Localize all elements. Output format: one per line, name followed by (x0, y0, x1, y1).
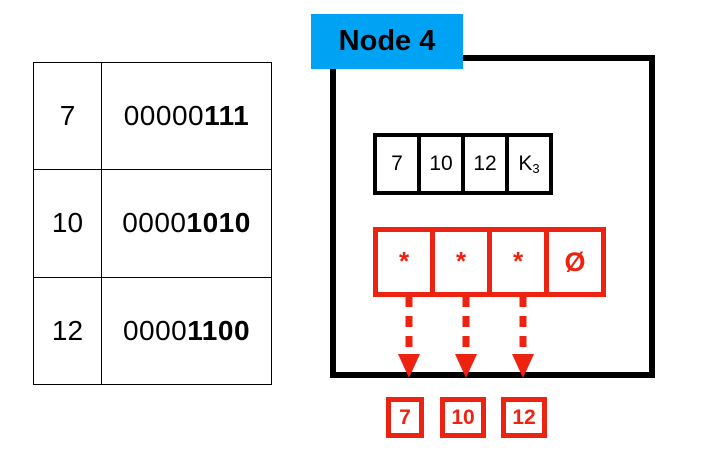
pointer-arrow-icon (398, 296, 420, 378)
pointer-star-icon: * (512, 246, 524, 276)
binary-suffix: 111 (204, 100, 250, 132)
arrow-head (512, 354, 534, 378)
pointer-array: * * * Ø (373, 227, 606, 297)
node-container (330, 55, 655, 378)
pointer-cell: * (487, 227, 549, 297)
table-cell-decimal: 7 (34, 63, 102, 170)
node-title-label: Node 4 (338, 25, 436, 57)
key-cell-subscript: 3 (532, 160, 540, 176)
pointer-arrow-icon (512, 296, 534, 378)
key-cell-text: 7 (391, 152, 403, 175)
table-cell-decimal: 12 (34, 277, 102, 384)
leaf-value-label: 7 (399, 405, 411, 429)
leaf-value-box: 10 (440, 397, 486, 438)
leaf-value-label: 12 (512, 405, 536, 429)
key-cell: 7 (373, 133, 421, 195)
key-cell: 12 (461, 133, 509, 195)
pointer-cell: Ø (544, 227, 606, 297)
leaf-value-box: 7 (386, 397, 424, 438)
binary-prefix: 0000 (122, 314, 188, 346)
leaf-value-label: 10 (451, 405, 475, 429)
key-cell-text: 12 (473, 152, 497, 175)
pointer-star-icon: * (398, 246, 410, 276)
pointer-cell: * (373, 227, 435, 297)
table-cell-decimal: 10 (34, 170, 102, 277)
key-cell: 10 (417, 133, 465, 195)
node-title-badge: Node 4 (311, 14, 463, 69)
leaf-value-box: 12 (501, 397, 547, 438)
null-pointer-icon: Ø (564, 246, 586, 277)
binary-suffix: 1100 (187, 314, 251, 346)
pointer-star-icon: * (455, 246, 467, 276)
binary-prefix: 00000 (123, 100, 205, 132)
arrow-head (455, 354, 477, 378)
key-cell-text: K (518, 152, 533, 175)
binary-suffix: 1010 (186, 207, 251, 239)
key-cell-text: 10 (429, 152, 453, 175)
pointer-cell: * (430, 227, 492, 297)
pointer-arrow-icon (455, 296, 477, 378)
arrow-head (398, 354, 420, 378)
binary-prefix: 0000 (122, 207, 187, 239)
